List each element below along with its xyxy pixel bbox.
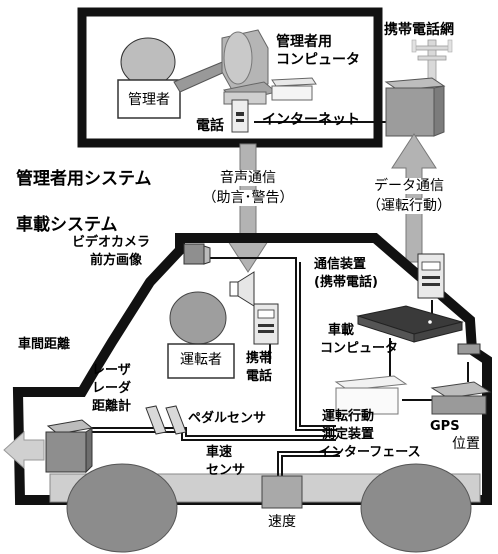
front-wheel xyxy=(66,463,178,553)
admin-label: 管理者 xyxy=(128,92,170,108)
voice-arrow xyxy=(225,143,271,273)
driver-label: 運転者 xyxy=(180,352,222,368)
comm-device-label-2: (携帯電話) xyxy=(314,275,378,290)
voice-comm-label-2: （助言･警告） xyxy=(198,190,298,207)
video-camera-icon xyxy=(183,243,211,265)
small-connector-box xyxy=(457,343,481,355)
interface-label-2: 測定装置 xyxy=(322,427,375,442)
voice-comm-label-1: 音声通信 xyxy=(198,170,298,187)
data-comm-label-1: データ通信 xyxy=(354,178,464,195)
admin-figure xyxy=(117,37,181,119)
car-phone-label-2: 電話 xyxy=(246,369,273,384)
pedal-icon xyxy=(145,405,187,435)
laser-label-1: レーザ xyxy=(92,363,131,378)
speed-sensor-label-1: 車速 xyxy=(206,445,233,460)
car-mobile-phone-icon xyxy=(253,303,279,345)
laser-beam-arrow xyxy=(3,430,45,470)
driver-figure xyxy=(167,291,235,379)
car-phone-label-1: 携帯 xyxy=(246,351,273,366)
admin-system-title: 管理者用システム xyxy=(16,169,152,189)
interface-label-3: インターフェース xyxy=(318,445,421,460)
position-label: 位置 xyxy=(452,436,480,452)
speed-sensor-label-2: センサ xyxy=(206,463,246,478)
gps-label: GPS xyxy=(430,419,460,434)
gps-box-icon xyxy=(430,381,492,415)
interface-box-icon xyxy=(334,375,408,415)
admin-computer-label-1: 管理者用 xyxy=(276,34,332,50)
speed-label: 速度 xyxy=(268,514,296,530)
data-comm-label-2: （運転行動） xyxy=(354,198,464,215)
router-box xyxy=(271,77,317,101)
admin-computer-label-2: コンピュータ xyxy=(276,52,360,68)
camera-label-2: 前方画像 xyxy=(90,253,143,268)
mobile-network-label: 携帯電話網 xyxy=(384,22,454,38)
admin-computer-icon xyxy=(173,29,278,105)
distance-label: 車間距離 xyxy=(18,337,71,352)
vehicle-system-title: 車載システム xyxy=(16,215,118,235)
internet-label: インターネット xyxy=(262,112,360,128)
laser-label-2: レーダ xyxy=(92,381,132,396)
camera-label-1: ビデオカメラ xyxy=(72,235,151,250)
pedal-sensor-label: ペダルセンサ xyxy=(188,411,267,427)
speaker-icon xyxy=(229,271,255,307)
comm-device-icon xyxy=(417,253,445,299)
admin-room-frame xyxy=(77,7,383,148)
laser-radar-icon xyxy=(45,419,94,474)
onboard-computer-label-2: コンピュータ xyxy=(320,341,399,356)
admin-phone-label: 電話 xyxy=(196,118,224,134)
mobile-network-tower-icon xyxy=(411,39,453,97)
laser-label-3: 距離計 xyxy=(92,399,132,414)
onboard-computer-label-1: 車載 xyxy=(328,323,355,338)
admin-phone-icon xyxy=(231,99,249,133)
network-server-box xyxy=(384,77,446,137)
interface-label-1: 運転行動 xyxy=(322,409,375,424)
speed-sensor-box xyxy=(261,475,303,509)
comm-device-label-1: 通信装置 xyxy=(314,257,367,272)
onboard-computer-icon xyxy=(356,305,464,343)
rear-wheel xyxy=(360,463,472,553)
